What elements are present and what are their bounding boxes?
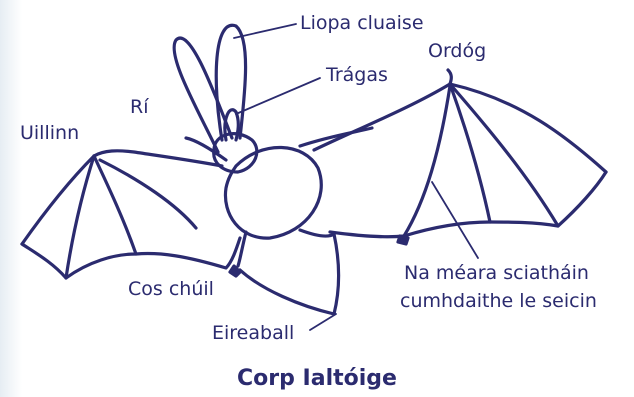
left-forearm <box>94 151 222 166</box>
left-finger-3 <box>94 156 136 254</box>
label-liopa-cluaise: Liopa cluaise <box>300 12 424 34</box>
right-ear <box>216 25 245 140</box>
leader-na-meara <box>432 182 478 258</box>
right-forearm <box>314 84 450 150</box>
right-finger-2 <box>450 84 558 226</box>
right-upper-arm <box>300 128 372 146</box>
label-ordog: Ordóg <box>428 40 486 62</box>
leader-eireaball <box>310 314 336 330</box>
leader-tragas <box>236 78 320 114</box>
right-finger-4 <box>404 86 450 236</box>
body <box>225 147 321 238</box>
right-finger-3 <box>450 84 490 222</box>
label-na-meara-line2: cumhdaithe le seicin <box>400 290 597 312</box>
label-eireaball: Eireaball <box>212 322 294 344</box>
label-tragas: Trágas <box>326 64 388 86</box>
left-finger-4 <box>100 160 196 228</box>
left-finger-2 <box>66 156 94 278</box>
right-foot <box>398 236 408 244</box>
tail-membrane <box>240 234 339 314</box>
label-ri: Rí <box>130 96 148 118</box>
right-thumb <box>448 70 451 84</box>
diagram-caption: Corp Ialtóige <box>0 366 634 391</box>
right-wing-membrane <box>330 172 606 237</box>
left-upper-arm <box>186 138 226 160</box>
left-finger-1 <box>22 156 94 244</box>
label-cos-chuil: Cos chúil <box>128 278 214 300</box>
label-uillinn: Uillinn <box>20 122 79 144</box>
leader-liopa-cluaise <box>234 24 296 38</box>
label-na-meara-line1: Na méara sciatháin <box>404 262 589 284</box>
